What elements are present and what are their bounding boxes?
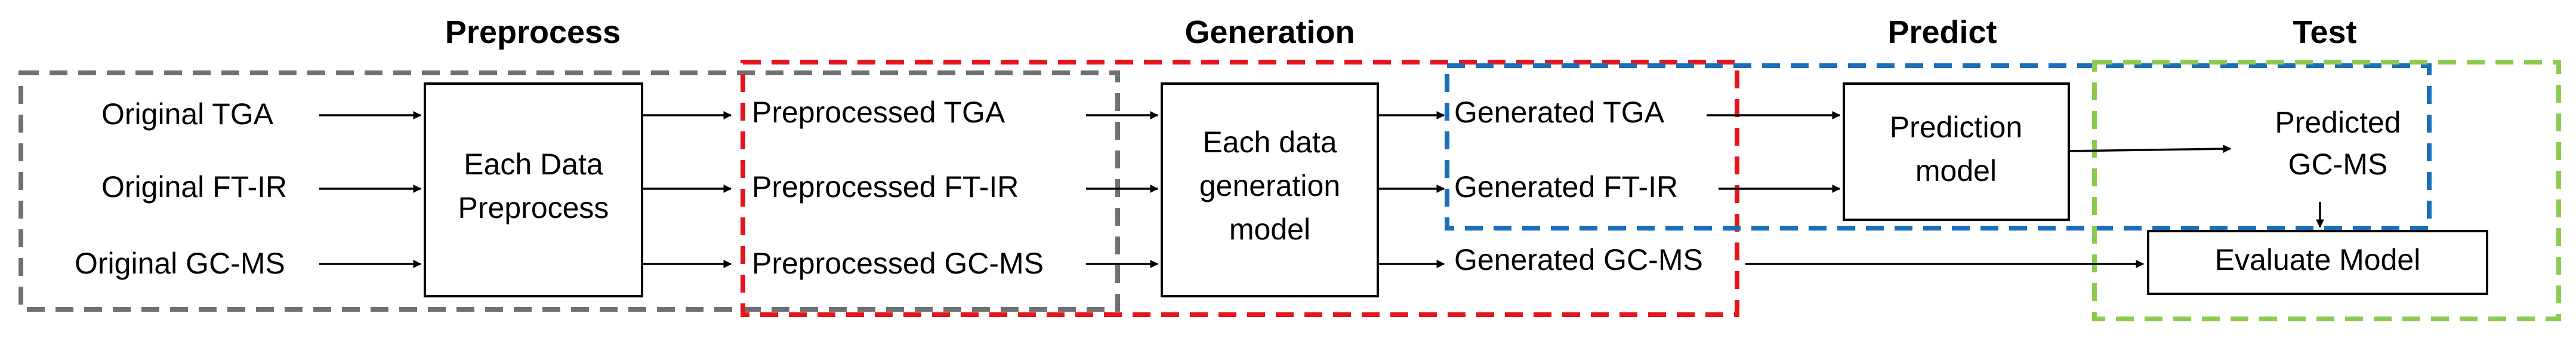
predict-group-frame	[1445, 63, 2432, 231]
preprocess-group-frame	[18, 70, 1120, 312]
preprocessed-tga: Preprocessed TGA	[752, 96, 1005, 129]
stage-title-predict: Predict	[1887, 14, 1997, 50]
evaluate-model-label: Evaluate Model	[2215, 243, 2421, 277]
stage-title-test: Test	[2293, 14, 2356, 50]
preprocessed-gcms: Preprocessed GC-MS	[752, 247, 1044, 280]
generated-gcms: Generated GC-MS	[1454, 243, 1703, 277]
generation-box-line3: model	[1229, 213, 1310, 246]
generated-tga: Generated TGA	[1454, 96, 1665, 129]
generated-ftir: Generated FT-IR	[1454, 170, 1678, 204]
preprocessed-ftir: Preprocessed FT-IR	[752, 170, 1019, 204]
predicted-gcms-line2: GC-MS	[2288, 148, 2388, 181]
stage-title-preprocess: Preprocess	[445, 14, 621, 50]
input-original-tga: Original TGA	[101, 97, 274, 131]
preprocess-box	[424, 82, 643, 297]
generation-box-line1: Each data	[1202, 125, 1337, 159]
evaluate-model-box	[2147, 230, 2488, 295]
prediction-model-box	[1843, 82, 2070, 221]
preprocess-box-line1: Each Data	[464, 148, 603, 181]
prediction-box-line2: model	[1915, 154, 1997, 188]
generation-box	[1161, 82, 1379, 297]
generation-box-line2: generation	[1199, 169, 1340, 202]
arrow-prediction-to-predicted	[2068, 145, 2232, 153]
input-original-ftir: Original FT-IR	[101, 170, 287, 204]
test-group-frame	[2092, 60, 2561, 321]
preprocess-box-line2: Preprocess	[458, 191, 609, 225]
input-original-gcms: Original GC-MS	[75, 247, 285, 280]
prediction-box-line1: Prediction	[1890, 110, 2022, 144]
stage-title-generation: Generation	[1184, 14, 1355, 50]
predicted-gcms-line1: Predicted	[2275, 106, 2401, 139]
